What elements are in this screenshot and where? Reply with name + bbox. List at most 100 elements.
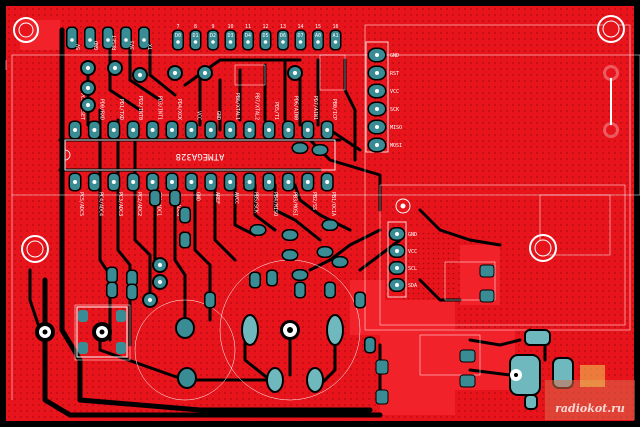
chip-label: ATMEGA328 (176, 151, 225, 161)
smd-pad (107, 268, 117, 282)
top-header-pad (331, 31, 340, 49)
upper-pin-label: PD7/AIN1 (312, 96, 318, 120)
isp-header-label: MOSI (390, 143, 402, 149)
top-header-pad (313, 31, 323, 49)
i2c-header-label: SDA (408, 283, 417, 289)
lower-pin-label: AREF (214, 192, 220, 204)
smd-pad (205, 293, 215, 307)
upper-pin-label: PD1/TXD (118, 99, 124, 120)
lower-pin-label: PC3/ADC3 (117, 192, 123, 216)
center-drill-pad (280, 320, 300, 340)
top-header-pin-name: D1 (192, 33, 198, 39)
smd-pad (251, 225, 265, 235)
regulator-via (395, 198, 411, 214)
left-header-label: RESET (112, 35, 118, 50)
top-header-pin-name: D3 (227, 33, 233, 39)
top-header-pin-name: D7 (297, 33, 303, 39)
smd-pad (313, 145, 327, 155)
mounting-hole-mid-left (21, 235, 49, 263)
left-header-pad (139, 28, 149, 48)
top-header-number: 13 (280, 24, 286, 30)
lower-pin-label: PB1/OC1A (330, 192, 336, 216)
top-header-number: 7 (176, 24, 179, 30)
lower-pin-label: PC2/ADC2 (136, 192, 142, 216)
top-header-pad (226, 31, 235, 49)
chip-lower-pin-pads (68, 172, 334, 192)
isp-header-label: RST (390, 71, 399, 77)
chip-upper-pin-pads (68, 120, 334, 140)
mounting-holes (13, 15, 625, 342)
top-header-pad (261, 31, 270, 49)
lower-pin-label: PB5/SCK (253, 192, 259, 213)
left-header-label: TX (148, 44, 154, 50)
top-header-number: 10 (227, 24, 233, 30)
upper-pin-label: PB7/XTAL2 (254, 93, 260, 120)
lower-pin-label: PB2/SS (311, 192, 317, 210)
mounting-hole-top-left (13, 17, 39, 43)
i2c-header-label: SCL (408, 266, 417, 272)
smd-pad (107, 283, 117, 297)
top-header-number: 8 (194, 24, 197, 30)
smd-pad (318, 247, 332, 257)
left-header-label: 5V (76, 44, 82, 50)
upper-pin-label: PD4/XCK (176, 99, 182, 120)
top-header-number: 11 (245, 24, 251, 30)
mounting-hole-top-right (597, 15, 625, 43)
isp-header-label: GND (390, 53, 399, 59)
lower-pin-label: PB4/MISO (272, 192, 278, 216)
smd-pad (333, 257, 347, 267)
top-header-number: 15 (315, 24, 321, 30)
crystal (175, 314, 344, 393)
smd-pad (150, 191, 160, 205)
top-header-pin-name: D0 (175, 33, 181, 39)
left-header-label: GND (94, 41, 100, 50)
top-header-pads (66, 26, 342, 51)
isp-header-label: MISO (390, 125, 402, 131)
top-header-number: 14 (297, 24, 303, 30)
top-header-pin-name: D6 (280, 33, 286, 39)
lower-pin-label: PC4/ADC4 (97, 192, 103, 216)
smd-pad (293, 270, 307, 280)
right-slot-connector (603, 65, 619, 138)
top-header-pad (191, 31, 200, 49)
smd-components (80, 60, 376, 354)
i2c-header-label: VCC (408, 249, 417, 255)
i2c-header: GND VCC SCL SDA (387, 221, 417, 298)
top-header-pad (243, 31, 253, 49)
smd-pad (283, 230, 297, 240)
lower-pin-label: AVCC (233, 192, 239, 204)
watermark-text: radiokot.ru (555, 402, 625, 415)
top-header-pin-name: A1 (332, 33, 338, 39)
upper-pin-label: PD3/INT1 (157, 96, 163, 120)
i2c-header-label: GND (408, 232, 417, 238)
isp-header-label: VCC (390, 89, 399, 95)
top-header-number: 9 (211, 24, 214, 30)
left-header-label: 3V3 (130, 41, 136, 50)
mounting-hole-mid-right (529, 234, 557, 262)
upper-pin-label: PD5/T1 (273, 102, 279, 120)
top-header-pin-name: D2 (210, 33, 216, 39)
top-header-number: 12 (262, 24, 268, 30)
lower-pin-label: PB3/MOSI (291, 192, 297, 216)
smd-pad (325, 283, 335, 297)
lower-pin-label: GND (194, 192, 200, 201)
left-header-pad (67, 28, 77, 48)
left-header-pad (121, 28, 131, 48)
top-header-pad (278, 31, 288, 49)
tactile-button (76, 306, 128, 358)
top-header-pad (296, 31, 305, 49)
top-header-pad (173, 31, 183, 49)
upper-pin-label: VCC (195, 111, 201, 120)
upper-pin-label: GND (215, 111, 221, 120)
watermark: radiokot.ru (545, 365, 635, 420)
upper-pin-label: PD6/AIN0 (292, 96, 298, 120)
smd-pad (283, 250, 297, 260)
top-header-pin-name: D5 (262, 33, 268, 39)
top-header-number: 16 (332, 24, 338, 30)
smd-pad (355, 293, 365, 307)
smd-pad (127, 285, 137, 299)
